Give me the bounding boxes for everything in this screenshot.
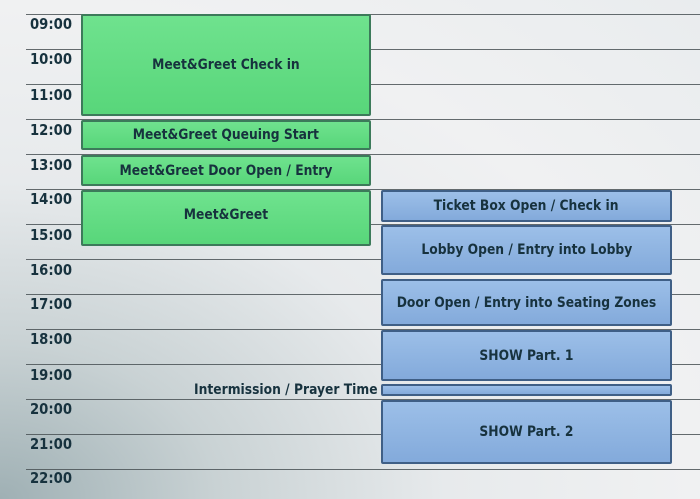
time-label: 12:00	[30, 121, 73, 139]
hour-line	[26, 434, 700, 435]
event-label: SHOW Part. 2	[479, 424, 574, 440]
hour-line	[26, 329, 700, 330]
event-label: Meet&Greet Door Open / Entry	[119, 162, 333, 179]
event-label: Door Open / Entry into Seating Zones	[396, 294, 657, 311]
time-label: 13:00	[30, 156, 73, 174]
event-label: Meet&Greet	[183, 207, 269, 223]
event-label: Meet&Greet Queuing Start	[132, 127, 320, 143]
time-label: 16:00	[30, 261, 73, 279]
event-meetgreet[interactable]: Meet&Greet	[81, 190, 371, 246]
time-label: 11:00	[30, 86, 73, 104]
time-label: 20:00	[30, 400, 73, 418]
event-label: Lobby Open / Entry into Lobby	[421, 242, 632, 258]
hour-line	[26, 119, 700, 120]
event-door-open[interactable]: Door Open / Entry into Seating Zones	[381, 279, 672, 326]
time-label: 17:00	[30, 295, 73, 313]
time-label: 22:00	[30, 469, 73, 487]
hour-line	[26, 189, 700, 190]
intermission-label: Intermission / Prayer Time	[194, 382, 378, 398]
time-label: 15:00	[30, 226, 73, 244]
hour-line	[26, 154, 700, 155]
event-show-part-2[interactable]: SHOW Part. 2	[381, 400, 672, 464]
hour-line	[26, 399, 700, 400]
time-label: 10:00	[30, 50, 73, 68]
event-label: SHOW Part. 1	[479, 347, 574, 364]
event-ticket-box[interactable]: Ticket Box Open / Check in	[381, 190, 672, 222]
event-meetgreet-queuing[interactable]: Meet&Greet Queuing Start	[81, 120, 371, 150]
time-label: 18:00	[30, 330, 73, 348]
time-label: 21:00	[30, 435, 73, 453]
hour-line	[26, 294, 700, 295]
time-label: 19:00	[30, 366, 73, 384]
time-column: 09:00 10:00 11:00 12:00 13:00 14:00 15:0…	[0, 0, 80, 499]
event-label: Meet&Greet Check in	[152, 57, 300, 73]
hour-line	[26, 259, 700, 260]
event-label: Ticket Box Open / Check in	[434, 198, 619, 214]
event-show-part-1[interactable]: SHOW Part. 1	[381, 330, 672, 381]
time-label: 14:00	[30, 190, 73, 208]
event-intermission[interactable]	[381, 384, 672, 396]
event-meetgreet-checkin[interactable]: Meet&Greet Check in	[81, 14, 371, 116]
time-label: 09:00	[30, 15, 73, 33]
event-meetgreet-door-open[interactable]: Meet&Greet Door Open / Entry	[81, 155, 371, 186]
hour-line	[26, 469, 700, 470]
event-lobby-open[interactable]: Lobby Open / Entry into Lobby	[381, 225, 672, 275]
hour-line	[26, 364, 700, 365]
